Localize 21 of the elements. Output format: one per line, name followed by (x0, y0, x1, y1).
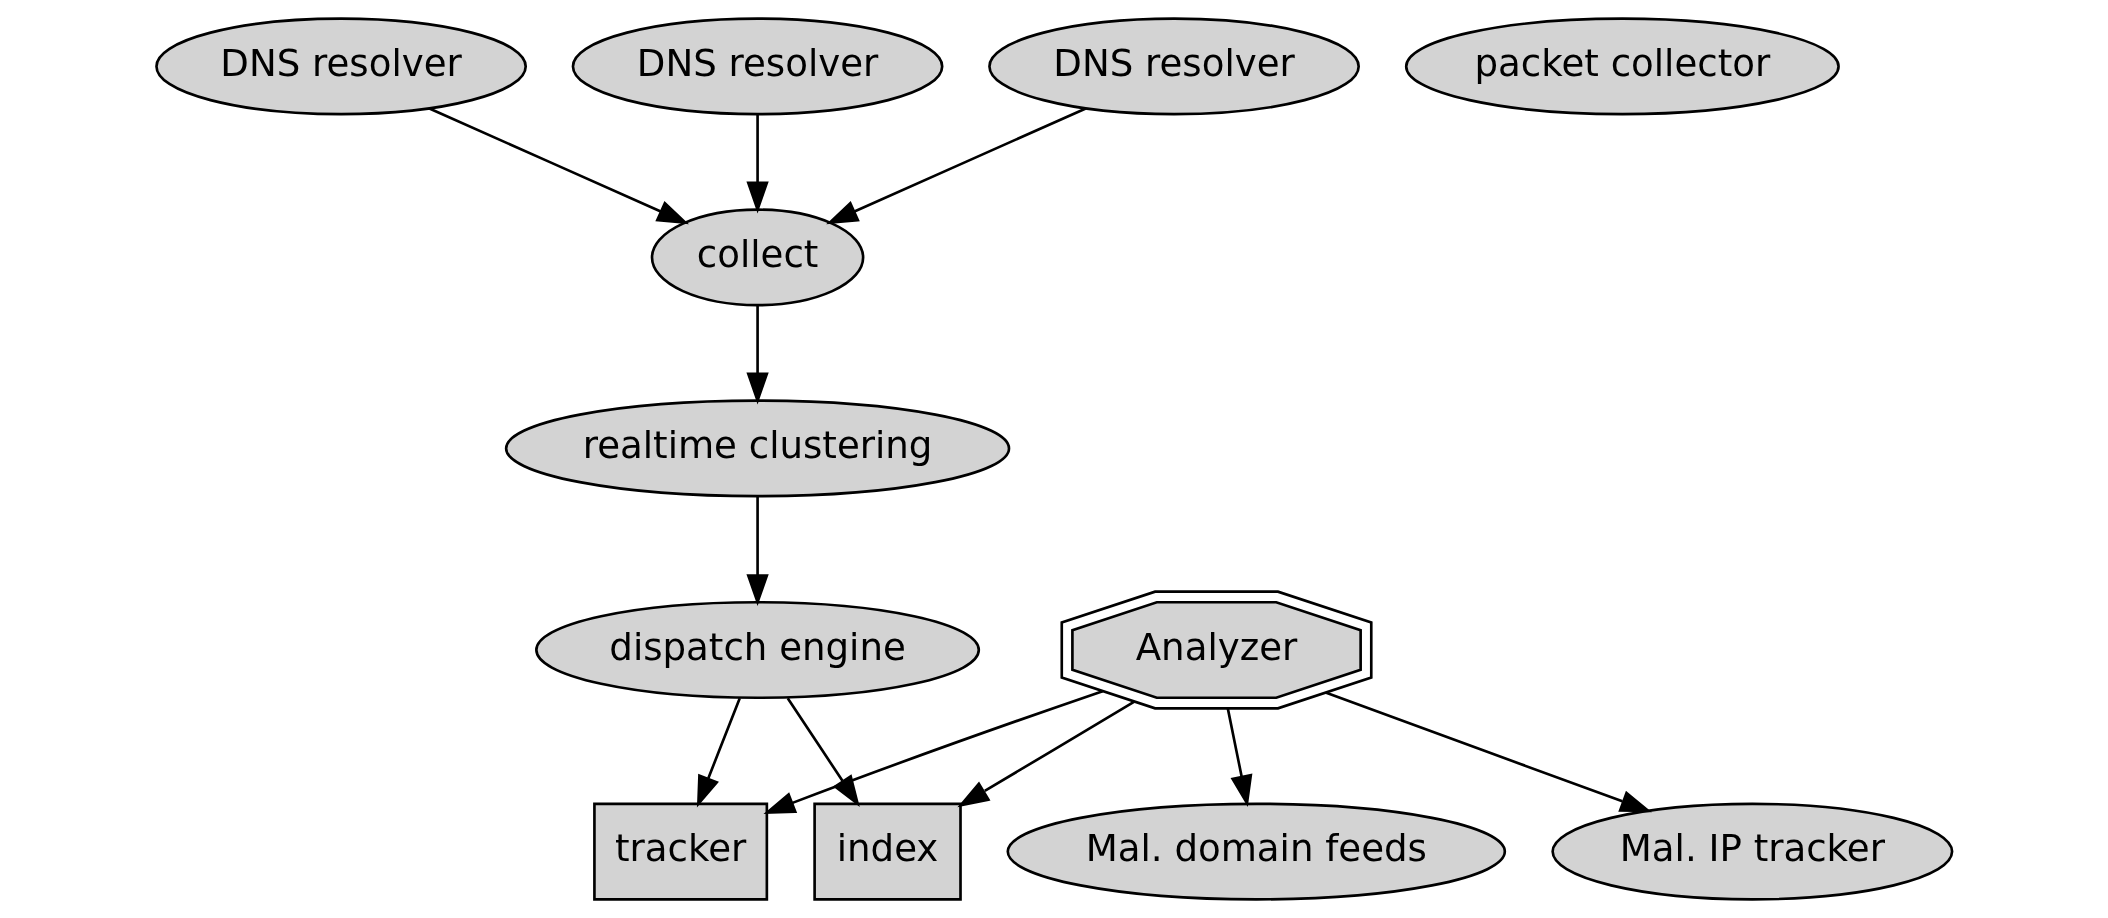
node-ellipse: DNS resolver (154, 17, 527, 116)
arrow (956, 700, 1135, 808)
node-ellipse: DNS resolver (987, 17, 1360, 116)
arrow (745, 114, 769, 214)
node-ellipse: collect (650, 208, 864, 307)
node-ellipse: dispatch engine (534, 600, 980, 700)
arrow (745, 496, 769, 607)
arrow (762, 689, 1103, 815)
node-ellipse: realtime clustering (504, 399, 1010, 498)
node-ellipse: DNS resolver (571, 17, 943, 116)
node-ellipse: Mal. IP tracker (1550, 802, 1953, 901)
arrow (1325, 691, 1652, 813)
arrow (428, 107, 689, 225)
arrow (696, 697, 741, 808)
node-ellipse: Mal. domain feeds (1005, 802, 1506, 901)
node-box: tracker (592, 802, 768, 901)
node-ellipse: packet collector (1404, 17, 1840, 116)
node-box: index (812, 802, 962, 901)
arrow (1226, 708, 1252, 807)
arrow (825, 107, 1086, 225)
arrow (745, 305, 769, 405)
